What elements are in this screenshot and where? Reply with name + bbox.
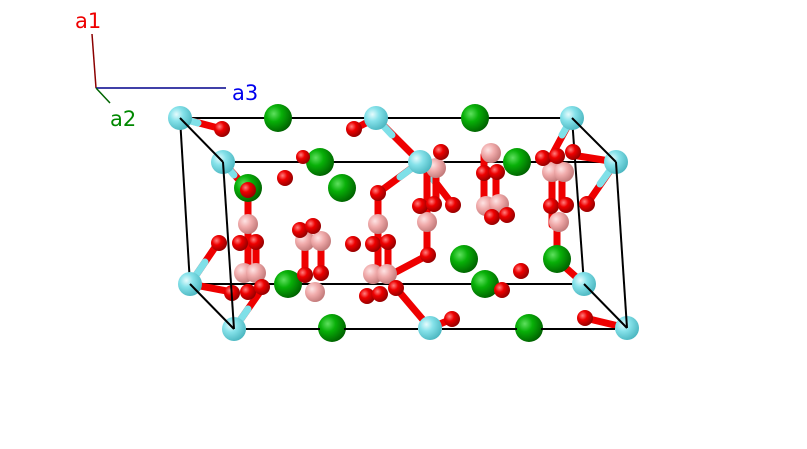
unit-cell-front [179, 117, 628, 330]
atom-pink[interactable] [305, 282, 325, 302]
atom-red[interactable] [345, 236, 361, 252]
atom-pink[interactable] [246, 263, 266, 283]
atom-green[interactable] [306, 148, 334, 176]
atom-red[interactable] [346, 121, 362, 137]
atom-red[interactable] [296, 150, 310, 164]
atom-green[interactable] [450, 245, 478, 273]
atom-pink[interactable] [368, 214, 388, 234]
atom-pink[interactable] [238, 214, 258, 234]
atoms[interactable] [168, 104, 639, 342]
atom-red[interactable] [558, 197, 574, 213]
atom-red[interactable] [388, 280, 404, 296]
atom-red[interactable] [305, 218, 321, 234]
atom-red[interactable] [445, 197, 461, 213]
atom-red[interactable] [484, 209, 500, 225]
atom-red[interactable] [254, 279, 270, 295]
atom-red[interactable] [240, 284, 256, 300]
atom-green[interactable] [264, 104, 292, 132]
atom-red[interactable] [444, 311, 460, 327]
atom-green[interactable] [318, 314, 346, 342]
atom-red[interactable] [313, 265, 329, 281]
atom-red[interactable] [549, 148, 565, 164]
atom-red[interactable] [476, 165, 492, 181]
atom-red[interactable] [535, 150, 551, 166]
atom-red[interactable] [372, 286, 388, 302]
atom-pink[interactable] [481, 143, 501, 163]
atom-red[interactable] [513, 263, 529, 279]
atom-red[interactable] [240, 182, 256, 198]
atom-red[interactable] [426, 196, 442, 212]
axis-a2-label: a2 [110, 107, 136, 131]
atom-cyan[interactable] [364, 106, 388, 130]
atom-green[interactable] [543, 245, 571, 273]
atom-red[interactable] [365, 236, 381, 252]
atom-pink[interactable] [377, 264, 397, 284]
atom-red[interactable] [248, 234, 264, 250]
atom-red[interactable] [433, 144, 449, 160]
atom-red[interactable] [499, 207, 515, 223]
atom-red[interactable] [297, 267, 313, 283]
atom-green[interactable] [515, 314, 543, 342]
atom-green[interactable] [503, 148, 531, 176]
atom-red[interactable] [565, 144, 581, 160]
atom-red[interactable] [579, 196, 595, 212]
atom-cyan[interactable] [418, 316, 442, 340]
atom-red[interactable] [359, 288, 375, 304]
atom-red[interactable] [214, 121, 230, 137]
atom-red[interactable] [232, 235, 248, 251]
axis-a3-label: a3 [232, 81, 258, 105]
atom-pink[interactable] [417, 212, 437, 232]
atom-pink[interactable] [549, 212, 569, 232]
atom-pink[interactable] [311, 231, 331, 251]
atom-green[interactable] [274, 270, 302, 298]
atom-pink[interactable] [363, 264, 383, 284]
atom-red[interactable] [380, 234, 396, 250]
atom-red[interactable] [420, 247, 436, 263]
atom-red[interactable] [412, 198, 428, 214]
axis-a1-label: a1 [75, 9, 101, 33]
atom-green[interactable] [471, 270, 499, 298]
atom-green[interactable] [461, 104, 489, 132]
atom-red[interactable] [292, 222, 308, 238]
axis-indicator: a1 a3 a2 [75, 9, 258, 131]
atom-red[interactable] [577, 310, 593, 326]
atom-red[interactable] [494, 282, 510, 298]
atom-green[interactable] [328, 174, 356, 202]
atom-red[interactable] [370, 185, 386, 201]
atom-pink[interactable] [554, 162, 574, 182]
atom-cyan[interactable] [408, 150, 432, 174]
atom-red[interactable] [211, 235, 227, 251]
atom-red[interactable] [277, 170, 293, 186]
atom-red[interactable] [489, 164, 505, 180]
atom-red[interactable] [543, 198, 559, 214]
